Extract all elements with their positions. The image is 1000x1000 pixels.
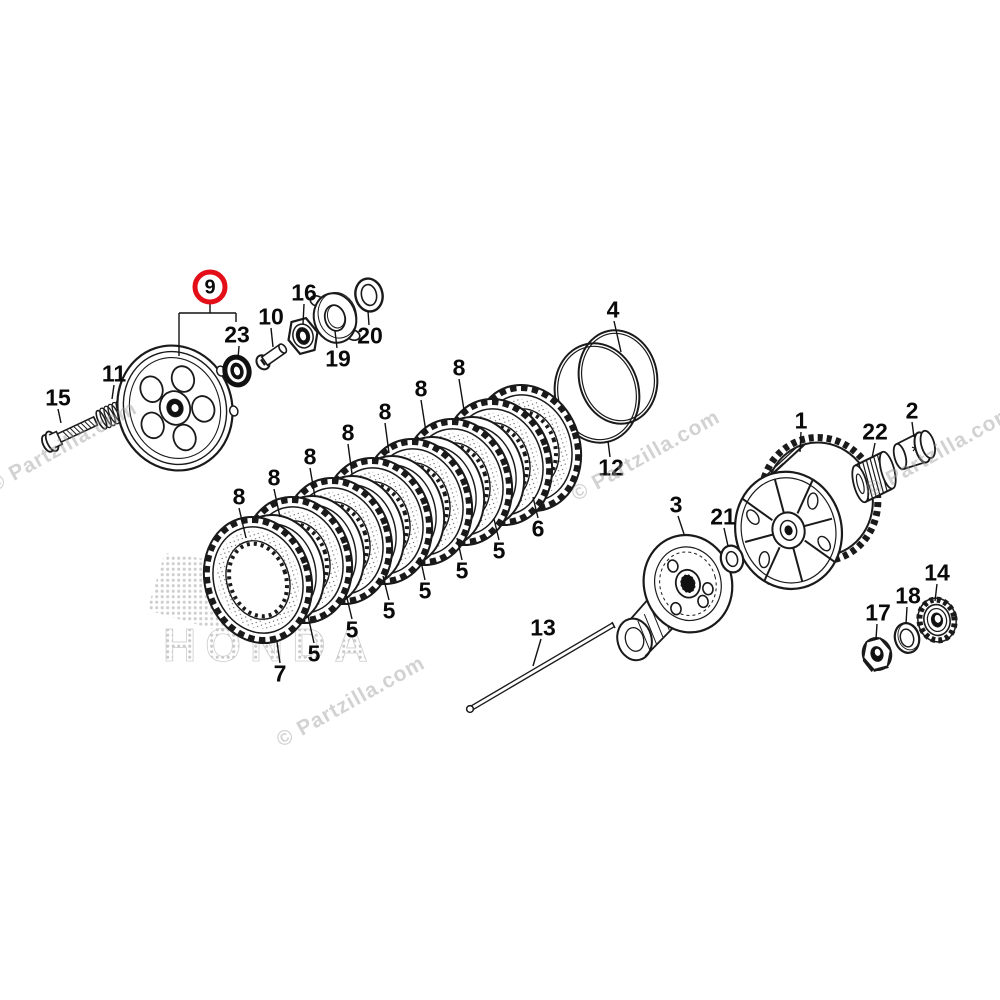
part-label-8[interactable]: 8	[267, 464, 281, 491]
part-label-15[interactable]: 15	[45, 384, 71, 411]
part-label-16[interactable]: 16	[291, 279, 317, 306]
part-1-clutch-outer	[734, 434, 882, 591]
part-label-6[interactable]: 6	[531, 515, 545, 542]
leader-lines	[57, 303, 938, 667]
part-15-bolt	[41, 415, 99, 453]
part-19-lifter-plate	[309, 292, 361, 344]
part-9-pressure-plate	[116, 344, 239, 472]
part-label-8[interactable]: 8	[341, 419, 355, 446]
part-9-bracket	[178, 304, 237, 356]
part-label-7[interactable]: 7	[273, 660, 287, 687]
part-17-lock-nut	[861, 637, 893, 673]
part-16-lock-nut	[287, 316, 319, 356]
part-label-8[interactable]: 8	[303, 443, 317, 470]
part-13-push-rod	[465, 621, 616, 714]
part-label-5[interactable]: 5	[418, 577, 432, 604]
part-label-10[interactable]: 10	[258, 303, 284, 330]
part-label-13[interactable]: 13	[530, 614, 556, 641]
part-label-5[interactable]: 5	[345, 616, 359, 643]
part-22-needle-bearing	[851, 450, 897, 504]
part-label-23[interactable]: 23	[224, 321, 250, 348]
part-20-washer	[354, 277, 384, 313]
part-label-20[interactable]: 20	[357, 322, 383, 349]
part-label-14[interactable]: 14	[924, 559, 950, 586]
part-18-washer	[893, 622, 921, 654]
part-21-washer	[719, 544, 745, 574]
part-label-11[interactable]: 11	[101, 360, 127, 387]
part-label-4[interactable]: 4	[606, 296, 620, 323]
part-3-clutch-center	[616, 533, 734, 662]
part-label-22[interactable]: 22	[862, 418, 888, 445]
part-23-bearing	[222, 354, 252, 388]
part-label-3[interactable]: 3	[669, 491, 683, 518]
part-label-1[interactable]: 1	[794, 407, 808, 434]
part-label-5[interactable]: 5	[382, 597, 396, 624]
part-label-5[interactable]: 5	[492, 537, 506, 564]
part-label-9[interactable]: 9	[192, 269, 228, 305]
part-label-8[interactable]: 8	[452, 354, 466, 381]
part-label-19[interactable]: 19	[325, 345, 351, 372]
part-label-8[interactable]: 8	[414, 375, 428, 402]
part-label-8[interactable]: 8	[378, 398, 392, 425]
part-14-gear	[916, 596, 958, 644]
part-label-8[interactable]: 8	[232, 483, 246, 510]
part-label-5[interactable]: 5	[307, 640, 321, 667]
part-label-21[interactable]: 21	[710, 503, 736, 530]
part-label-2[interactable]: 2	[905, 397, 919, 424]
part-label-5[interactable]: 5	[455, 557, 469, 584]
part-label-12[interactable]: 12	[598, 454, 624, 481]
part-label-17[interactable]: 17	[865, 599, 891, 626]
part-label-18[interactable]: 18	[895, 582, 921, 609]
part-10-bolt	[255, 343, 288, 371]
part-2-bushing	[892, 429, 936, 471]
